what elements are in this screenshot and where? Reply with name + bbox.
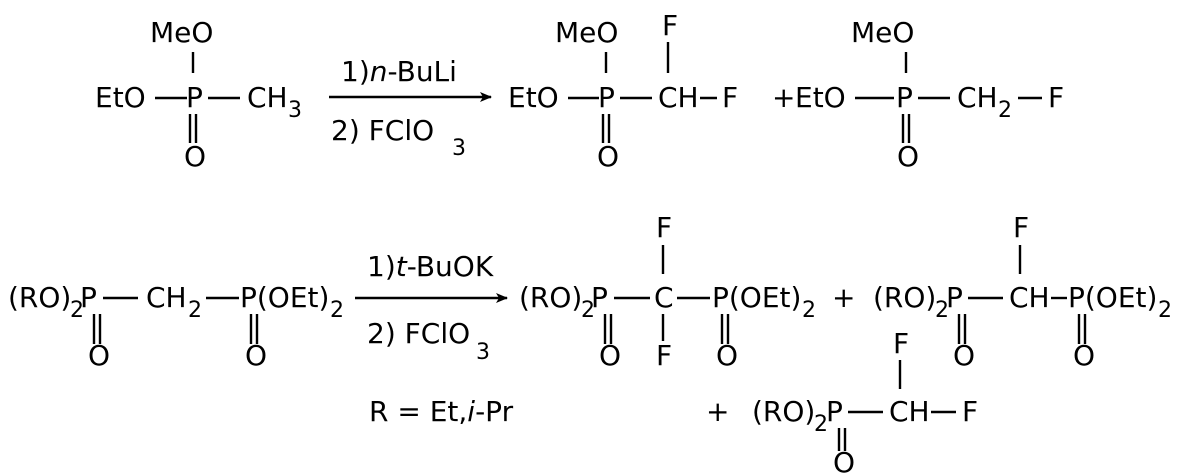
ch-label: CH xyxy=(889,395,930,428)
phosphorus-label: P xyxy=(826,395,843,428)
fluorine-label: F xyxy=(1048,81,1064,114)
phosphonate-subscript: 2 xyxy=(802,298,816,323)
alkoxy-subscript: 2 xyxy=(814,412,828,437)
oxo-label: O xyxy=(599,339,621,372)
fluorine-label-top: F xyxy=(656,211,672,244)
reaction-1: MeO EtO P CH 3 O 1)n-BuLi 2) FClO 3 MeO … xyxy=(95,9,1064,173)
ch-label: CH xyxy=(1009,281,1050,314)
reaction-arrow-2: 1)t-BuOK 2) FClO 3 xyxy=(355,250,508,365)
alkoxy-label: (RO) xyxy=(752,395,815,428)
oxo-label: O xyxy=(897,140,919,173)
product-difluoromethylenebisphosphonate: (RO) 2 P O F C F P(OEt) 2 O xyxy=(519,211,816,372)
phosphorus-label: P xyxy=(80,281,97,314)
fluorine-label: F xyxy=(662,9,678,42)
phosphonate-label: P(OEt) xyxy=(240,281,329,314)
phosphorus-label: P xyxy=(591,281,608,314)
step2-subscript: 3 xyxy=(452,136,466,161)
phosphorus-label: P xyxy=(946,281,963,314)
ch2-label: CH xyxy=(957,81,998,114)
ethoxy-label: EtO xyxy=(95,81,146,114)
alkoxy-subscript: 2 xyxy=(935,298,949,323)
product-fluoromethylphosphonate: (RO) 2 P O F CH F xyxy=(752,327,978,473)
fluorine-label: F xyxy=(962,395,978,428)
fluorine-label-2: F xyxy=(722,81,738,114)
methyl-label: CH xyxy=(247,81,288,114)
oxo-label-2: O xyxy=(245,339,267,372)
alkoxy-label: (RO) xyxy=(873,281,936,314)
oxo-label: O xyxy=(88,339,110,372)
phosphorus-label: P xyxy=(186,81,203,114)
product-difluoromethylphosphonate: MeO F EtO P CH F O xyxy=(508,9,738,173)
alkoxy-label: (RO) xyxy=(8,281,71,314)
ethoxy-label: EtO xyxy=(508,81,559,114)
methoxy-label: MeO xyxy=(555,16,618,49)
reactant-methylphosphonate: MeO EtO P CH 3 O xyxy=(95,16,302,173)
alkoxy-subscript: 2 xyxy=(70,298,84,323)
alkoxy-label: (RO) xyxy=(519,281,582,314)
phosphonate-subscript: 2 xyxy=(1158,298,1172,323)
ch2-subscript: 2 xyxy=(998,98,1012,123)
ch2-label: CH xyxy=(146,281,187,314)
oxo-label: O xyxy=(184,140,206,173)
product-monofluoromethylphosphonate: MeO EtO P CH 2 F O xyxy=(795,16,1064,173)
fluorine-label-top: F xyxy=(893,327,909,360)
r-group-definition: R = Et,i-Pr xyxy=(369,395,514,428)
methoxy-label: MeO xyxy=(150,16,213,49)
plus-sign-2: + xyxy=(706,395,729,428)
step2-subscript: 3 xyxy=(476,340,490,365)
oxo-label: O xyxy=(597,140,619,173)
oxo-label-2: O xyxy=(1073,339,1095,372)
step2-label: 2) FClO xyxy=(367,317,470,350)
phosphorus-label: P xyxy=(598,81,615,114)
oxo-label: O xyxy=(953,339,975,372)
fluorine-label-bottom: F xyxy=(656,339,672,372)
phosphorus-label: P xyxy=(896,81,913,114)
oxo-label: O xyxy=(833,446,855,473)
reaction-2: (RO) 2 P O CH 2 P(OEt) 2 O 1)t-BuOK 2) F… xyxy=(8,211,1172,473)
oxo-label-2: O xyxy=(716,339,738,372)
plus-sign: + xyxy=(832,281,855,314)
alkoxy-subscript: 2 xyxy=(581,298,595,323)
step1-label: 1)n-BuLi xyxy=(341,55,457,88)
ch2-subscript: 2 xyxy=(188,298,202,323)
methyl-subscript: 3 xyxy=(288,98,302,123)
step2-label: 2) FClO xyxy=(331,114,434,147)
fluorine-label: F xyxy=(1013,211,1029,244)
carbon-label: C xyxy=(654,281,674,314)
step1-label: 1)t-BuOK xyxy=(367,250,494,283)
plus-sign: + xyxy=(772,81,795,114)
reaction-arrow-1: 1)n-BuLi 2) FClO 3 xyxy=(329,55,492,161)
phosphonate-subscript: 2 xyxy=(330,298,344,323)
methoxy-label: MeO xyxy=(851,16,914,49)
reactant-methylenebisphosphonate: (RO) 2 P O CH 2 P(OEt) 2 O xyxy=(8,281,344,372)
product-monofluoromethylenebisphosphonate: (RO) 2 P O F CH P(OEt) 2 O xyxy=(873,211,1172,372)
phosphonate-label: P(OEt) xyxy=(712,281,801,314)
ch-label: CH xyxy=(658,81,699,114)
ethoxy-label: EtO xyxy=(795,81,846,114)
phosphonate-label: P(OEt) xyxy=(1068,281,1157,314)
